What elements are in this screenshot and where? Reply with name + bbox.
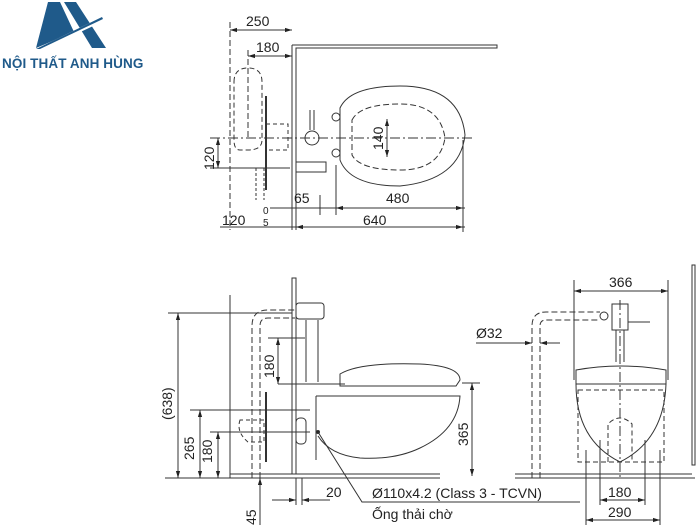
top-view (210, 22, 498, 232)
brand-name: NỘI THẤT ANH HÙNG (2, 56, 144, 71)
dim-638: (638) (159, 387, 175, 420)
dim-180-outlet: 180 (199, 439, 215, 463)
dim-180-front: 180 (608, 484, 632, 500)
dim-640: 640 (363, 212, 387, 228)
dim-140: 140 (370, 126, 386, 150)
dim-480: 480 (386, 190, 410, 206)
mountain-road-logo-icon (34, 2, 106, 50)
dim-250: 250 (246, 13, 270, 29)
dim-0: 0 (263, 206, 269, 217)
dim-265: 265 (181, 436, 197, 460)
dim-180-flush: 180 (261, 354, 277, 378)
dim-365: 365 (455, 422, 471, 446)
dim-180-top: 180 (256, 39, 280, 55)
front-view (476, 264, 696, 525)
dim-120-vertical: 120 (201, 146, 217, 170)
side-view (165, 277, 580, 525)
pipe-spec-label: Ø110x4.2 (Class 3 - TCVN) (372, 485, 542, 501)
dim-5: 5 (263, 218, 269, 229)
dim-32: Ø32 (476, 325, 503, 341)
dim-20: 20 (326, 484, 342, 500)
dim-290: 290 (608, 504, 632, 520)
brand-logo: NỘI THẤT ANH HÙNG (0, 0, 160, 80)
dim-366: 366 (609, 274, 633, 290)
dim-45: 45 (243, 509, 259, 525)
dim-120-horizontal: 120 (222, 212, 246, 228)
dim-65: 65 (294, 190, 310, 206)
pipe-name-label: Ống thải chờ (372, 505, 453, 522)
